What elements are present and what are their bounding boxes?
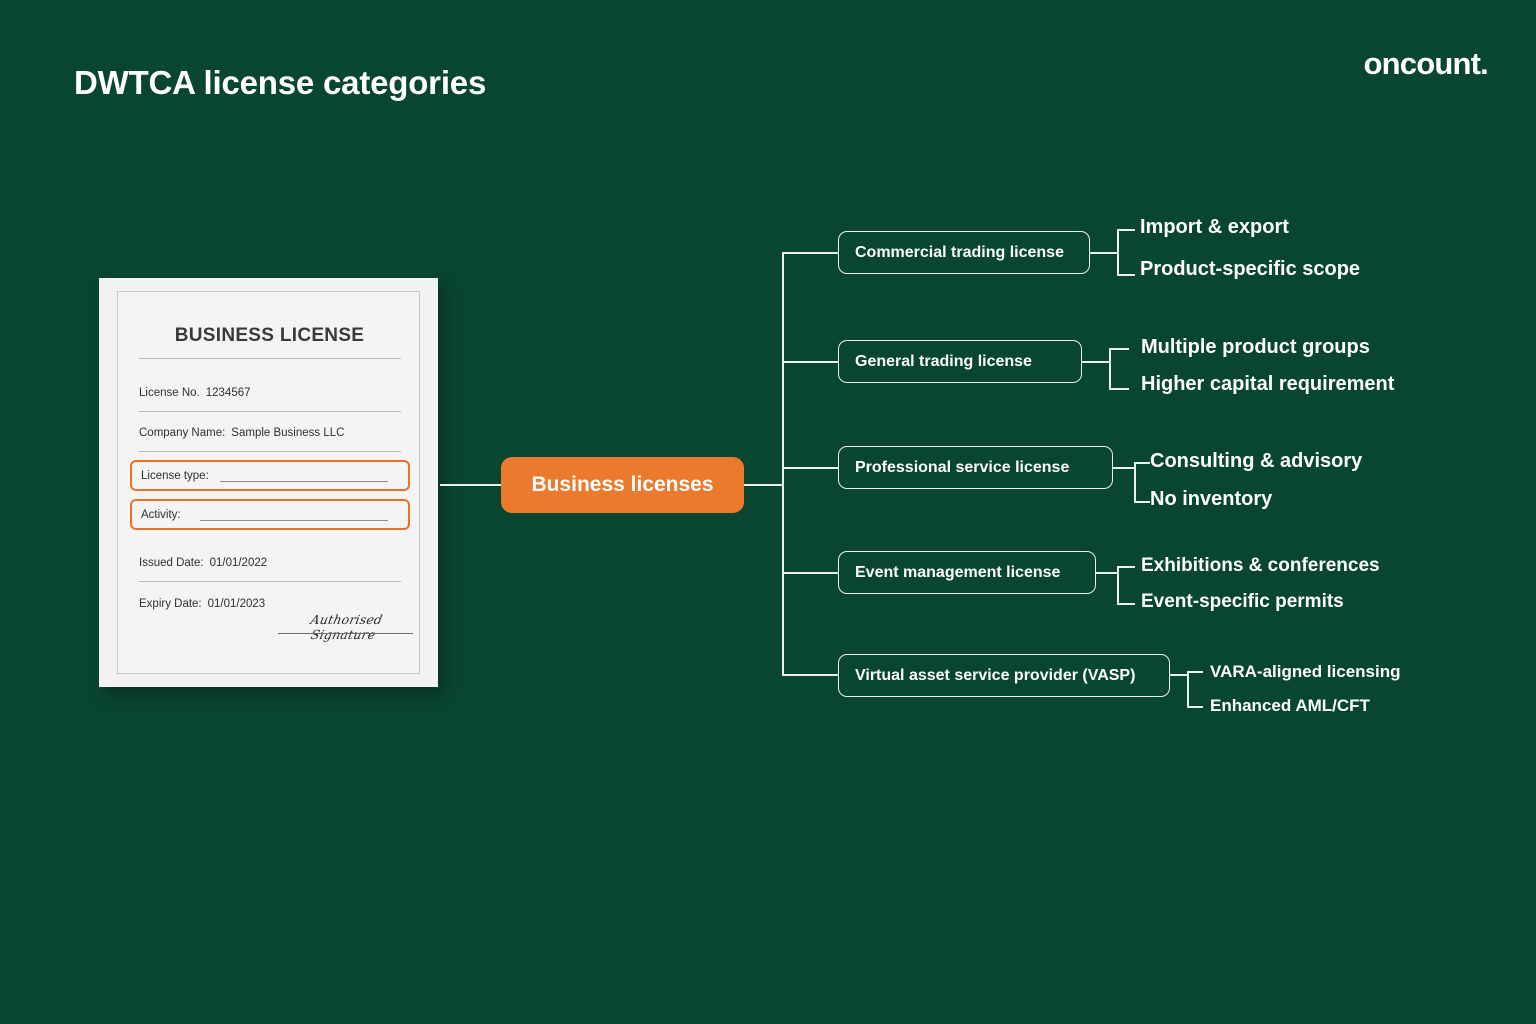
issued-date-label: Issued Date: bbox=[139, 557, 204, 569]
leaf-vara-aligned-licensing[interactable]: VARA-aligned licensing bbox=[1210, 662, 1401, 681]
connector-branch-1-child-2 bbox=[1117, 274, 1135, 276]
expiry-date-value: 01/01/2023 bbox=[207, 598, 266, 610]
connector-branch-3-child-1 bbox=[1134, 462, 1150, 464]
connector-branch-4-bracket bbox=[1117, 566, 1119, 604]
license-no-label: License No. bbox=[139, 387, 200, 399]
license-type-highlight-row[interactable]: License type: bbox=[130, 460, 410, 491]
leaf-import-and-export[interactable]: Import & export bbox=[1140, 216, 1289, 238]
connector-branch-4-child-2 bbox=[1117, 603, 1135, 605]
branch-label: Virtual asset service provider (VASP) bbox=[855, 666, 1136, 684]
activity-highlight-row[interactable]: Activity: bbox=[130, 499, 410, 530]
leaf-event-specific-permits[interactable]: Event-specific permits bbox=[1141, 591, 1344, 612]
branch-node-commercial-trading-license[interactable]: Commercial trading license bbox=[838, 231, 1090, 274]
license-card-border: BUSINESS LICENSE License No. 1234567 Comp… bbox=[117, 291, 420, 674]
activity-label: Activity: bbox=[141, 509, 181, 521]
card-divider bbox=[139, 451, 401, 452]
expiry-date-label: Expiry Date: bbox=[139, 598, 202, 610]
issued-date-field: Issued Date: 01/01/2022 bbox=[139, 557, 401, 569]
license-type-blank-line bbox=[220, 481, 388, 482]
connector-branch-2-child-2 bbox=[1109, 388, 1129, 390]
leaf-higher-capital-requirement[interactable]: Higher capital requirement bbox=[1141, 373, 1395, 395]
connector-branch-1 bbox=[782, 252, 838, 254]
connector-branch-5-stub bbox=[1170, 674, 1188, 676]
leaf-product-specific-scope[interactable]: Product-specific scope bbox=[1140, 258, 1361, 280]
page-title: DWTCA license categories bbox=[74, 64, 487, 101]
connector-branch-1-stub bbox=[1090, 252, 1118, 254]
signature-text: Authorised Signature bbox=[309, 612, 384, 642]
trunk-vertical-line bbox=[782, 252, 784, 675]
license-no-field: License No. 1234567 bbox=[139, 387, 401, 399]
connector-branch-2-bracket bbox=[1109, 348, 1111, 389]
leaf-exhibitions-and-conferences[interactable]: Exhibitions & conferences bbox=[1141, 555, 1380, 576]
connector-branch-2 bbox=[782, 361, 838, 363]
issued-date-value: 01/01/2022 bbox=[209, 557, 268, 569]
brand-logo: oncount. bbox=[1363, 46, 1489, 81]
company-name-label: Company Name: bbox=[139, 427, 226, 439]
branch-label: Event management license bbox=[855, 563, 1061, 581]
connector-branch-2-child-1 bbox=[1109, 348, 1129, 350]
connector-branch-3-bracket bbox=[1134, 462, 1136, 502]
branch-node-professional-service-license[interactable]: Professional service license bbox=[838, 446, 1113, 489]
branch-node-virtual-asset-service-provider[interactable]: Virtual asset service provider (VASP) bbox=[838, 654, 1170, 697]
business-license-card: BUSINESS LICENSE License No. 1234567 Comp… bbox=[99, 278, 438, 687]
connector-branch-5-bracket bbox=[1187, 671, 1189, 707]
card-divider bbox=[139, 411, 401, 412]
connector-branch-2-stub bbox=[1082, 361, 1110, 363]
expiry-date-field: Expiry Date: 01/01/2023 bbox=[139, 598, 401, 610]
branch-label: Professional service license bbox=[855, 458, 1070, 476]
license-no-value: 1234567 bbox=[205, 387, 251, 399]
company-name-field: Company Name: Sample Business LLC bbox=[139, 427, 401, 439]
license-type-label: License type: bbox=[141, 470, 209, 482]
branch-node-general-trading-license[interactable]: General trading license bbox=[838, 340, 1082, 383]
connector-branch-5 bbox=[782, 674, 838, 676]
card-divider bbox=[139, 358, 401, 359]
connector-branch-3-stub bbox=[1113, 467, 1135, 469]
branch-label: Commercial trading license bbox=[855, 243, 1064, 261]
connector-branch-4-stub bbox=[1096, 572, 1118, 574]
leaf-no-inventory[interactable]: No inventory bbox=[1150, 488, 1273, 510]
connector-branch-5-child-2 bbox=[1187, 706, 1203, 708]
connector-branch-4-child-1 bbox=[1117, 566, 1135, 568]
root-node-business-licenses[interactable]: Business licenses bbox=[501, 457, 744, 513]
activity-blank-line bbox=[200, 520, 388, 521]
branch-label: General trading license bbox=[855, 352, 1032, 370]
leaf-multiple-product-groups[interactable]: Multiple product groups bbox=[1141, 336, 1370, 358]
branch-node-event-management-license[interactable]: Event management license bbox=[838, 551, 1096, 594]
leaf-enhanced-aml-cft[interactable]: Enhanced AML/CFT bbox=[1210, 696, 1370, 715]
license-card-heading: BUSINESS LICENSE bbox=[174, 325, 365, 346]
card-divider bbox=[139, 581, 401, 582]
leaf-consulting-and-advisory[interactable]: Consulting & advisory bbox=[1150, 450, 1363, 472]
connector-root-to-trunk bbox=[744, 484, 783, 486]
connector-branch-1-bracket bbox=[1117, 229, 1119, 275]
connector-card-to-root bbox=[440, 484, 502, 486]
connector-branch-4 bbox=[782, 572, 838, 574]
signature-line bbox=[278, 633, 413, 634]
connector-branch-3-child-2 bbox=[1134, 501, 1150, 503]
company-name-value: Sample Business LLC bbox=[231, 427, 345, 439]
connector-branch-1-child-1 bbox=[1117, 229, 1135, 231]
connector-branch-5-child-1 bbox=[1187, 671, 1203, 673]
connector-branch-3 bbox=[782, 467, 838, 469]
